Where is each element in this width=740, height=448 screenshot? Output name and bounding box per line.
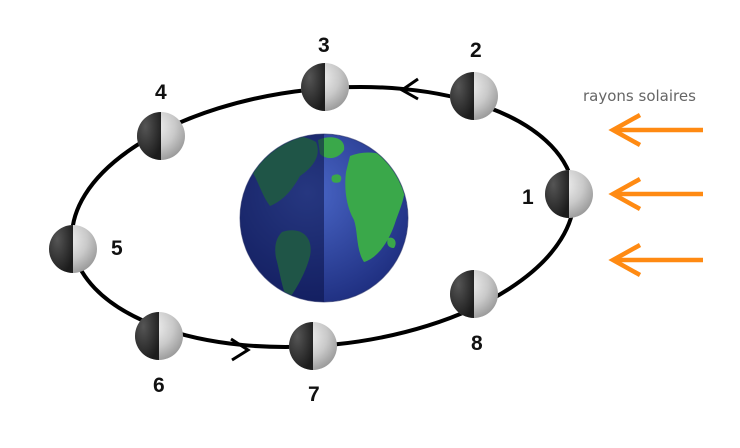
sun-rays-label: rayons solaires: [583, 87, 696, 105]
sun-ray-arrow-top: [608, 113, 703, 147]
moon-2-icon: [450, 72, 498, 120]
orbit-direction-arrow-top: [399, 77, 419, 101]
moon-label-4: 4: [155, 81, 167, 104]
moon-4-icon: [137, 112, 185, 160]
moon-6-icon: [135, 312, 183, 360]
moon-label-8: 8: [471, 332, 483, 355]
moon-1-icon: [545, 170, 593, 218]
moon-label-2: 2: [470, 39, 482, 62]
moon-label-3: 3: [318, 34, 330, 57]
moon-label-6: 6: [153, 374, 165, 397]
moon-7-icon: [289, 322, 337, 370]
sun-ray-arrow-bottom: [608, 243, 703, 277]
moon-label-5: 5: [111, 237, 123, 260]
moon-label-7: 7: [308, 383, 320, 406]
earth-outline: [239, 133, 409, 303]
moon-5-icon: [49, 225, 97, 273]
moon-3-icon: [301, 63, 349, 111]
sun-ray-arrow-middle: [608, 177, 703, 211]
moon-label-1: 1: [522, 186, 534, 209]
earth-icon: [240, 134, 408, 302]
orbit-direction-arrow-bottom: [230, 337, 251, 362]
moon-8-icon: [450, 270, 498, 318]
